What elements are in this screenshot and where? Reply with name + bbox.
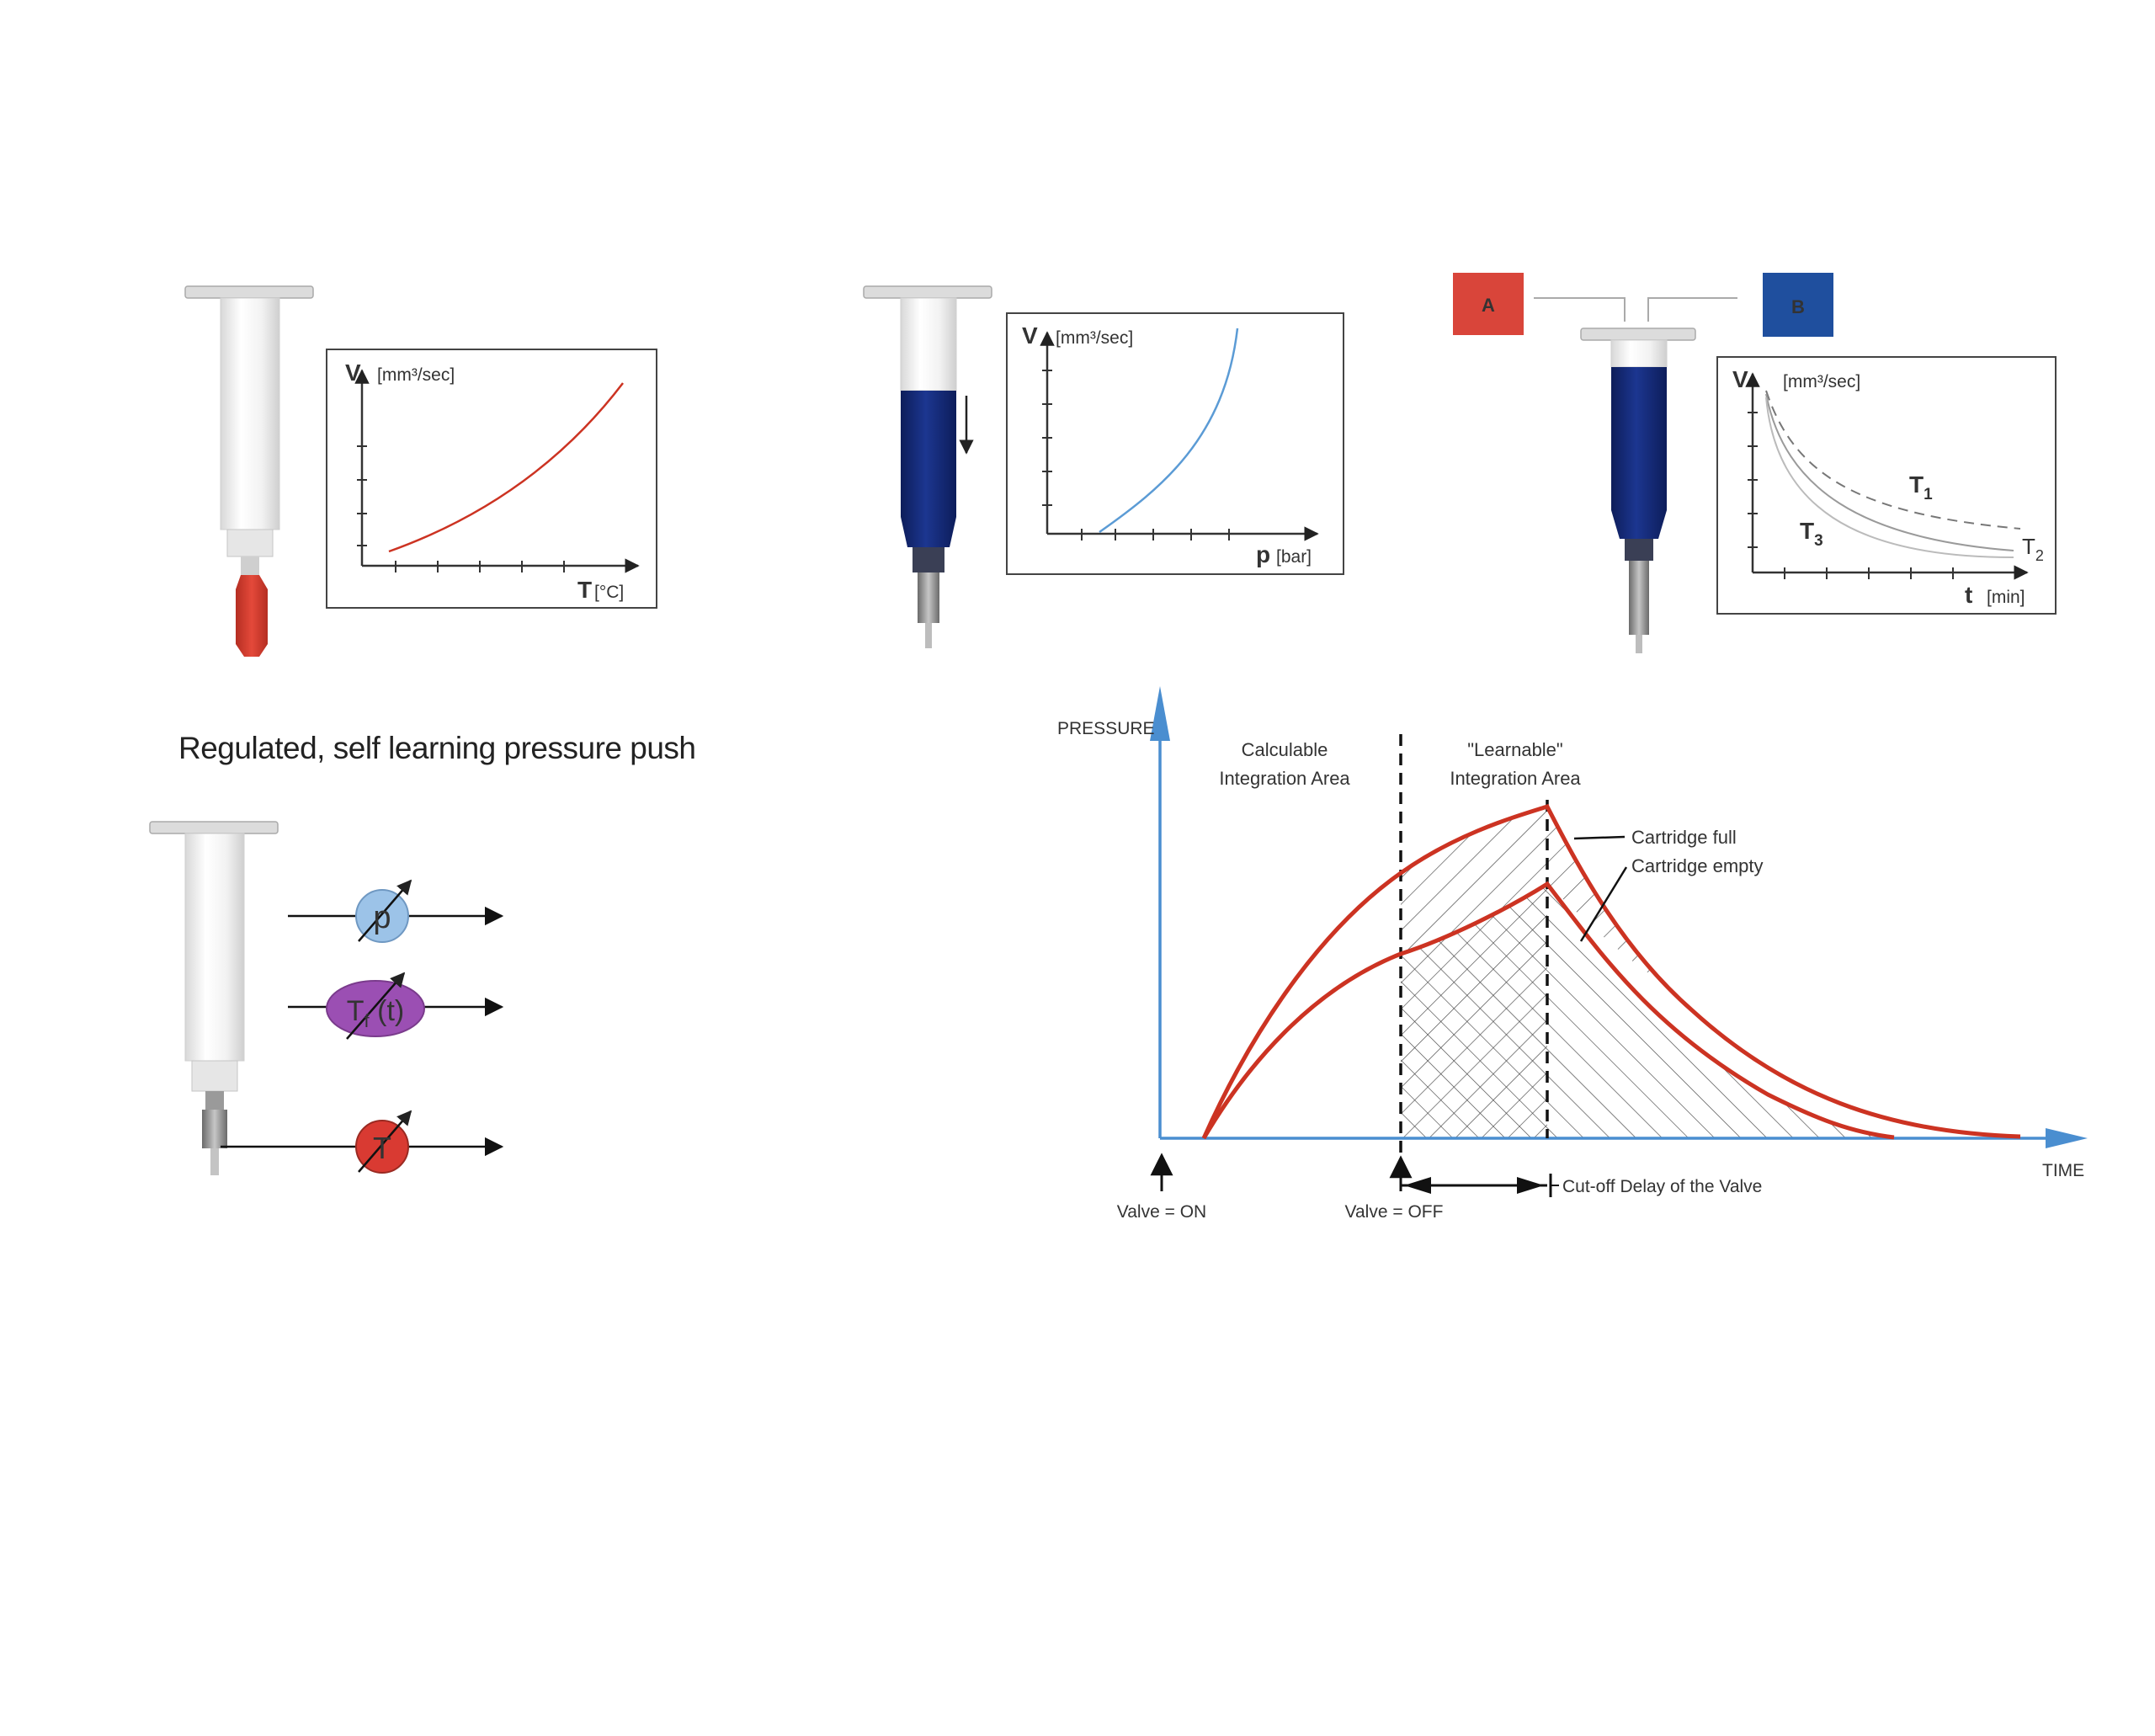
curve-label-t1: T1 xyxy=(1909,471,1933,503)
pressure-axis-arrow xyxy=(1150,686,1170,741)
chart-axes xyxy=(1745,372,2029,580)
cutoff-delay-label: Cut-off Delay of the Valve xyxy=(1562,1177,1762,1196)
x-axis-symbol: T xyxy=(577,577,592,603)
valve-off-label: Valve = OFF xyxy=(1345,1202,1444,1222)
chart-frame xyxy=(1716,356,2057,615)
tick-marks xyxy=(357,445,565,572)
learnable-area-label-1: "Learnable" xyxy=(1467,739,1562,760)
chart-frame xyxy=(1006,312,1344,575)
x-axis-symbol: p xyxy=(1256,541,1270,567)
component-a-box xyxy=(1453,273,1524,335)
x-axis-unit: [min] xyxy=(1987,588,2025,607)
legend-cartridge-empty: Cartridge empty xyxy=(1631,855,1764,876)
temperature-sensor-label: T xyxy=(373,1131,391,1165)
y-axis-unit: [mm³/sec] xyxy=(1056,328,1133,348)
curve-cartridge-full xyxy=(1201,803,2021,1140)
heater-sleeve xyxy=(236,575,268,657)
decay-area-upper xyxy=(1547,807,1667,985)
y-axis-symbol: V xyxy=(345,359,361,386)
tick-marks xyxy=(1748,412,1954,579)
curve-label-t3: T3 xyxy=(1800,518,1823,550)
feed-lines xyxy=(1534,297,1737,322)
curve-label-t2: T2 xyxy=(2022,534,2044,564)
time-axis-arrow xyxy=(2046,1128,2088,1148)
tick-marks xyxy=(1042,370,1230,541)
pressure-sensor: p xyxy=(355,879,412,943)
x-axis-unit: [°C] xyxy=(594,583,624,602)
sensor-diagram: p Tf (t) T xyxy=(149,821,504,1175)
learnable-area-crosshatch xyxy=(1401,884,1894,1137)
panel-two-component: A B xyxy=(1453,273,2057,653)
calculable-area-label-1: Calculable xyxy=(1242,739,1328,760)
x-axis-symbol: t xyxy=(1965,582,1972,608)
component-a-label: A xyxy=(1482,295,1495,316)
learnable-area-upper xyxy=(1401,807,1547,954)
syringe-mixed xyxy=(1580,327,1696,653)
temperature-sensor: T xyxy=(355,1110,412,1174)
component-b-box xyxy=(1763,273,1833,337)
syringe-pressurized xyxy=(863,285,992,648)
learnable-area-label-2: Integration Area xyxy=(1450,768,1581,789)
y-axis-symbol: V xyxy=(1022,322,1038,349)
legend-cartridge-full: Cartridge full xyxy=(1631,827,1737,848)
y-axis-unit: [mm³/sec] xyxy=(377,365,455,385)
calculable-area-label-2: Integration Area xyxy=(1219,768,1350,789)
pressure-time-chart: PRESSURE TIME Calculable Integration Are… xyxy=(1057,686,2088,1222)
valve-on-label: Valve = ON xyxy=(1117,1202,1206,1222)
chart-frame xyxy=(326,349,657,609)
temp-time-sensor: Tf (t) xyxy=(326,972,425,1040)
legend-leader-full xyxy=(1573,835,1626,840)
flow-curve xyxy=(388,382,624,553)
y-axis-symbol: V xyxy=(1732,366,1748,392)
component-b-label: B xyxy=(1791,296,1805,317)
pressure-sensor-label: p xyxy=(373,900,391,935)
chart-axes xyxy=(1040,331,1319,541)
decay-curves xyxy=(1765,390,2021,558)
syringe-sensor xyxy=(149,821,279,1175)
y-axis-unit: [mm³/sec] xyxy=(1783,372,1860,391)
section-heading: Regulated, self learning pressure push xyxy=(178,731,696,765)
curve-cartridge-empty xyxy=(1201,881,1895,1140)
pressure-axis-label: PRESSURE xyxy=(1057,719,1155,738)
legend-leader-empty xyxy=(1579,866,1628,942)
x-axis-unit: [bar] xyxy=(1276,547,1312,567)
temp-time-sensor-label: Tf (t) xyxy=(347,995,404,1031)
syringe-heated xyxy=(184,285,314,657)
panel-temperature: V [mm³/sec] T [°C] xyxy=(184,285,657,657)
flow-curve xyxy=(1099,327,1239,534)
chart-axes xyxy=(354,369,640,573)
panel-pressure: V [mm³/sec] p [bar] xyxy=(863,285,1344,648)
time-axis-label: TIME xyxy=(2042,1161,2084,1180)
